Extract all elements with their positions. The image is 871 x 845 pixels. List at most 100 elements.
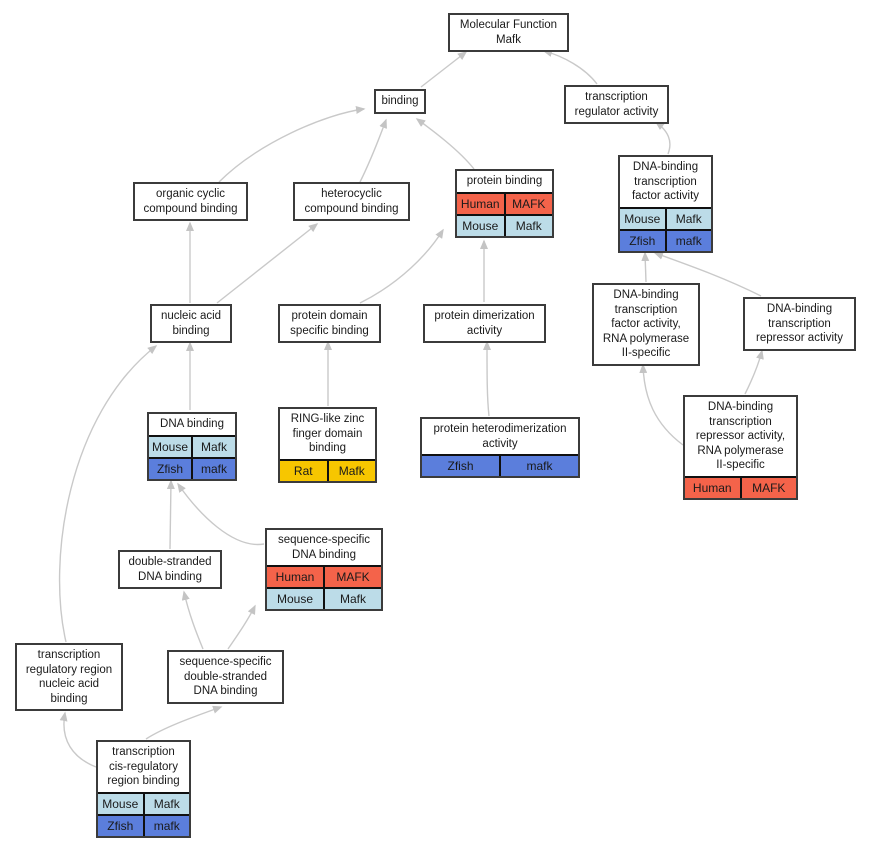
- annotation-row-zfish[interactable]: Zfish mafk: [149, 456, 235, 479]
- go-term-label: DNA-binding transcription factor activit…: [631, 161, 700, 202]
- gene-cell: Mafk: [664, 208, 712, 229]
- go-term-label: DNA binding: [160, 418, 224, 430]
- edge-ssdsdna-to-ssdna: [227, 604, 256, 650]
- edge-dbtr-to-dbtf: [653, 251, 762, 297]
- annotation-row-mouse[interactable]: Mouse Mafk: [267, 587, 381, 609]
- go-term-label: RING-like zinc finger domain binding: [290, 413, 365, 454]
- annotation-row-human[interactable]: Human MAFK: [267, 565, 381, 587]
- go-term-label: binding: [381, 95, 419, 107]
- species-cell: Rat: [293, 463, 313, 478]
- edge-dbtf-to-tra: [654, 121, 671, 155]
- edge-dbtr2-to-dbtr: [744, 349, 764, 395]
- gene-cell: MAFK: [323, 567, 381, 587]
- go-term-node-pda[interactable]: protein dimerization activity: [423, 304, 546, 343]
- go-term-node-nucleic[interactable]: nucleic acid binding: [150, 304, 232, 343]
- go-term-node-ssdsdna[interactable]: sequence-specific double-stranded DNA bi…: [167, 650, 284, 704]
- gene-cell: mafk: [191, 458, 235, 479]
- edge-tra-to-mf: [542, 49, 598, 85]
- go-term-node-mf[interactable]: Molecular Function Mafk: [448, 13, 569, 52]
- go-term-label: sequence-specific double-stranded DNA bi…: [179, 656, 272, 697]
- edge-ssdsdna-to-dsdna: [181, 590, 204, 650]
- species-cell: Zfish: [156, 461, 183, 476]
- edge-binding-to-mf: [420, 51, 468, 88]
- go-term-node-tra[interactable]: transcription regulator activity: [564, 85, 669, 124]
- go-term-label: transcription regulator activity: [574, 91, 659, 118]
- go-term-label: protein binding: [466, 175, 543, 187]
- edge-tcrrb-to-trrnab: [59, 711, 97, 768]
- go-term-node-organic[interactable]: organic cyclic compound binding: [133, 182, 248, 221]
- annotation-row-mouse[interactable]: Mouse Mafk: [457, 213, 553, 236]
- gene-cell: mafk: [499, 456, 578, 476]
- gene-cell: mafk: [142, 815, 190, 836]
- edge-nucleic-to-heterocyclic: [216, 223, 319, 304]
- gene-cell: Mafk: [323, 589, 381, 609]
- go-term-label: sequence-specific DNA binding: [277, 534, 371, 561]
- go-term-node-trrnab[interactable]: transcription regulatory region nucleic …: [15, 643, 123, 711]
- species-cell: Human: [692, 480, 732, 495]
- annotation-row-rat[interactable]: Rat Mafk: [280, 458, 376, 481]
- species-cell: Mouse: [151, 439, 189, 454]
- edge-protein_binding-to-binding: [415, 118, 475, 170]
- species-cell: Mouse: [276, 592, 314, 606]
- go-term-label: protein domain specific binding: [290, 310, 369, 337]
- species-cell: Zfish: [629, 233, 656, 248]
- species-cell: Human: [460, 196, 500, 211]
- gene-cell: Mafk: [503, 215, 553, 236]
- species-cell: Mouse: [624, 211, 661, 226]
- gene-cell: Mafk: [326, 460, 376, 481]
- edge-dbtr2-to-dbtf2: [639, 363, 684, 446]
- species-cell: Human: [275, 570, 315, 584]
- edge-dsdna-to-dna_binding: [166, 479, 175, 550]
- edge-tcrrb-to-ssdsdna: [145, 705, 223, 740]
- gene-cell: Mafk: [191, 436, 235, 457]
- go-term-label: DNA-binding transcription factor activit…: [602, 289, 690, 359]
- gene-cell: Mafk: [142, 793, 190, 814]
- go-term-label: Molecular Function Mafk: [459, 19, 558, 46]
- go-term-node-dsdna[interactable]: double-stranded DNA binding: [118, 550, 222, 589]
- species-cell: Mouse: [102, 796, 139, 811]
- edge-ssdna-to-dna_binding: [177, 482, 265, 546]
- go-term-node-tcrrb[interactable]: transcription cis-regulatory region bind…: [96, 740, 191, 838]
- edge-phda-to-pda: [483, 340, 492, 417]
- edge-pdsb-to-protein_binding: [359, 228, 444, 304]
- go-term-label: heterocyclic compound binding: [304, 188, 399, 215]
- go-term-node-dbtf[interactable]: DNA-binding transcription factor activit…: [618, 155, 713, 253]
- go-term-node-heterocyclic[interactable]: heterocyclic compound binding: [293, 182, 410, 221]
- edge-dbtf2-to-dbtf: [641, 251, 650, 283]
- annotation-row-zfish[interactable]: Zfish mafk: [98, 813, 190, 836]
- species-cell: Zfish: [107, 818, 134, 833]
- gene-cell: mafk: [664, 230, 712, 251]
- go-term-node-dbtr2[interactable]: DNA-binding transcription repressor acti…: [683, 395, 798, 500]
- annotation-row-zfish[interactable]: Zfish mafk: [620, 228, 712, 251]
- go-term-label: nucleic acid binding: [160, 310, 222, 337]
- go-term-node-dbtr[interactable]: DNA-binding transcription repressor acti…: [743, 297, 856, 351]
- go-term-label: organic cyclic compound binding: [143, 188, 238, 215]
- go-term-label: protein dimerization activity: [434, 310, 535, 337]
- edge-organic-to-binding: [218, 106, 366, 183]
- edge-heterocyclic-to-binding: [359, 118, 387, 183]
- go-term-label: double-stranded DNA binding: [128, 556, 212, 583]
- gene-cell: MAFK: [503, 193, 553, 214]
- go-term-label: transcription regulatory region nucleic …: [25, 649, 113, 705]
- go-term-node-dbtf2[interactable]: DNA-binding transcription factor activit…: [592, 283, 700, 366]
- go-term-node-binding[interactable]: binding: [374, 89, 426, 114]
- species-cell: Mouse: [462, 218, 499, 233]
- edge-trrnab-to-nucleic: [58, 345, 158, 643]
- go-term-label: transcription cis-regulatory region bind…: [107, 746, 180, 787]
- go-term-label: protein heterodimerization activity: [433, 423, 567, 450]
- go-term-node-pdsb[interactable]: protein domain specific binding: [278, 304, 381, 343]
- go-term-label: DNA-binding transcription repressor acti…: [695, 401, 786, 471]
